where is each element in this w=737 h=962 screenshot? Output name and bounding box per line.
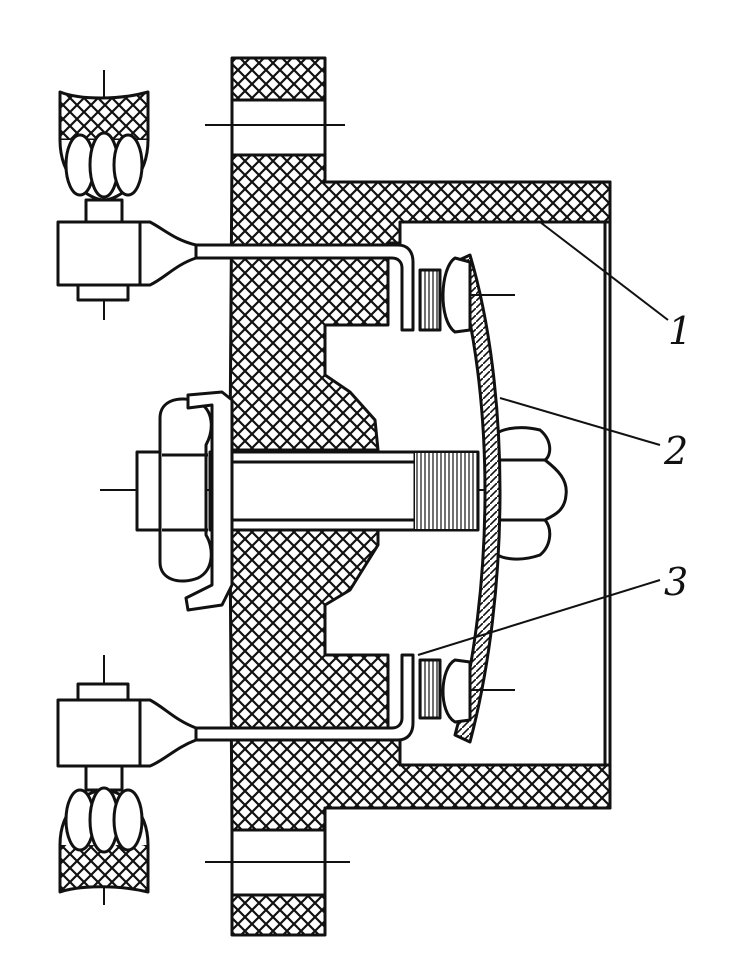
wire-ends (58, 90, 150, 894)
callout-2: 2 (664, 429, 689, 473)
callout-1: 1 (668, 309, 693, 353)
callout-3: 3 (664, 560, 689, 604)
base-plate (228, 56, 612, 937)
bimetal-disc (441, 253, 515, 744)
leader-lines (417, 221, 669, 656)
fixed-contacts (418, 268, 442, 720)
terminal-brackets (56, 198, 415, 792)
center-bolt (135, 390, 568, 612)
